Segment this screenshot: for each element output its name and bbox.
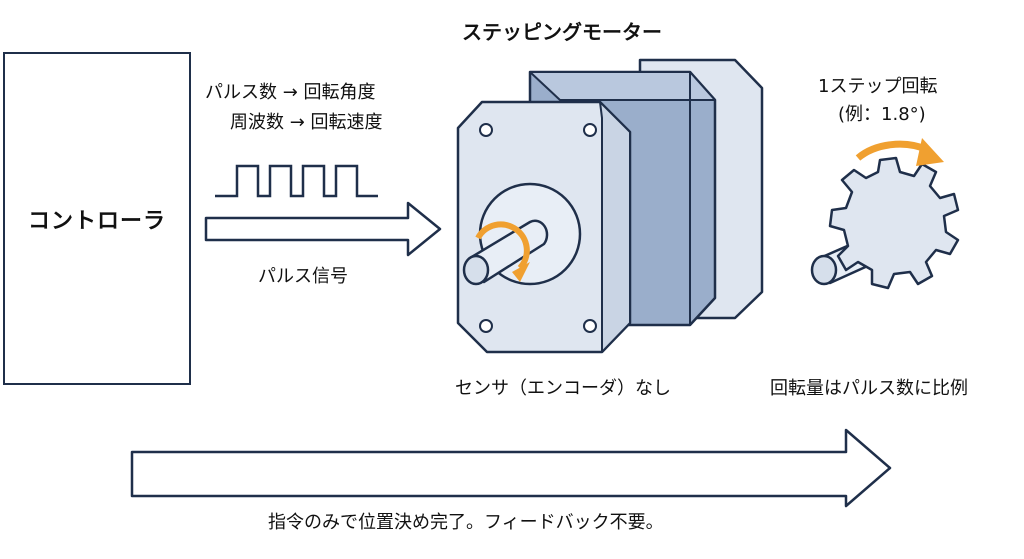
motor-stator-top: [529, 71, 716, 101]
open-loop-label: オープンループ制御（開ループ）: [330, 456, 642, 480]
step-title: 1ステップ回転: [818, 76, 938, 97]
proportional-note: 回転量はパルス数に比例: [770, 378, 968, 399]
motor-back-plate: [638, 58, 764, 320]
controller-label: コントローラ: [27, 208, 166, 234]
motor-boss: [478, 182, 582, 286]
motor-stator: [528, 70, 717, 327]
motor-shaft: [468, 219, 549, 284]
pulse-signal-label: パルス信号: [258, 266, 348, 287]
shaft-rotation-arrow: [475, 221, 530, 271]
frequency-relation: 周波数 → 回転速度: [230, 112, 383, 133]
motor-front-side: [599, 101, 631, 353]
pulse-waveform: [215, 164, 378, 198]
sensor-note: センサ（エンコーダ）なし: [455, 378, 671, 399]
pulse-signal-arrow: [204, 201, 442, 257]
step-example: (例：1.8°): [838, 104, 926, 125]
motor-title: ステッピングモーター: [462, 20, 662, 44]
motor-front-plate: [456, 100, 632, 354]
pulse-count-relation: パルス数 → 回転角度: [205, 82, 376, 103]
controller-box: コントローラ: [3, 52, 191, 385]
gear: [828, 156, 960, 290]
gear-shaft: [818, 223, 909, 285]
step-rotation-arrowhead: [916, 138, 944, 166]
open-loop-description: 指令のみで位置決め完了。フィードバック不要。: [268, 512, 664, 533]
step-rotation-arrow: [855, 140, 930, 161]
